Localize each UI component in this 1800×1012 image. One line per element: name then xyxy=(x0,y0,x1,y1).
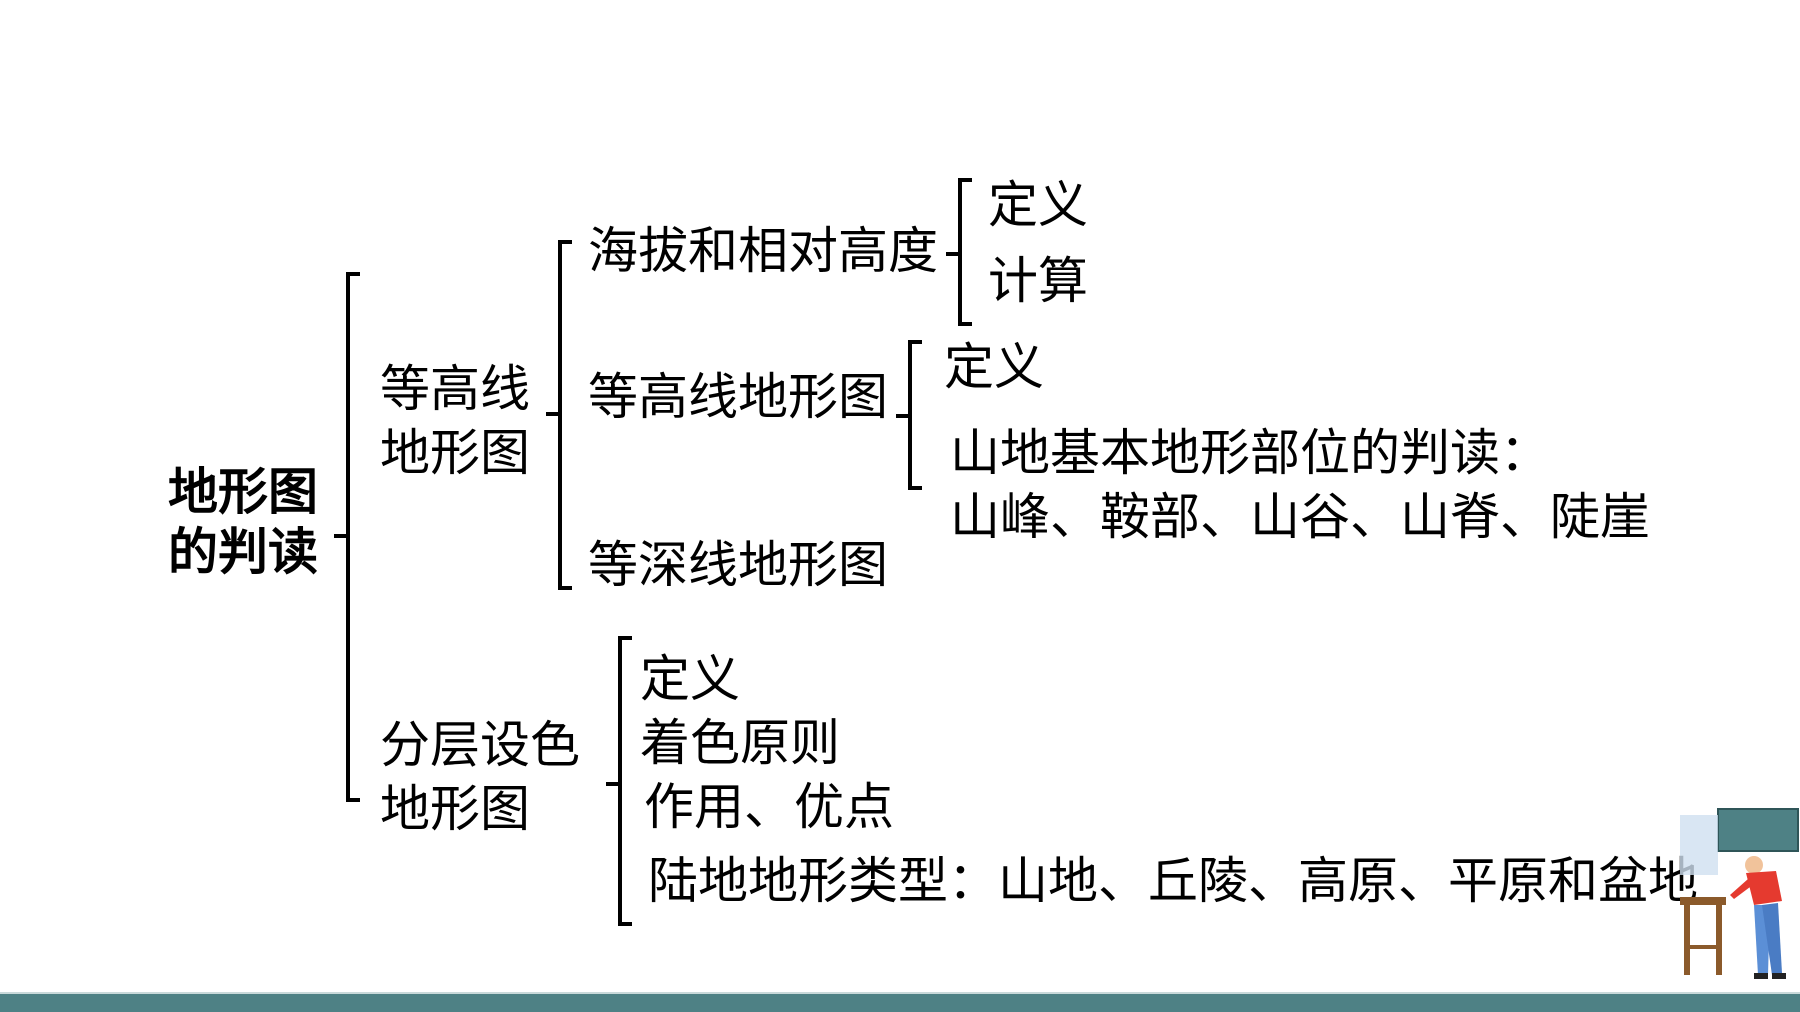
brace-contour-map xyxy=(896,340,922,490)
root-line-1: 地形图 xyxy=(168,463,318,521)
contour-map-def: 定义 xyxy=(944,338,1044,396)
contour-map-parts: 山峰、鞍部、山谷、山脊、陡崖 xyxy=(950,488,1650,546)
layered-principle: 着色原则 xyxy=(640,714,840,772)
altitude-def: 定义 xyxy=(988,176,1088,234)
brace-contour xyxy=(546,240,572,590)
layered-line-1: 分层设色 xyxy=(380,716,580,774)
footer-divider xyxy=(0,992,1800,994)
contour-item-contour-map: 等高线地形图 xyxy=(588,368,888,426)
root-line-2: 的判读 xyxy=(168,523,318,581)
contour-line-1: 等高线 xyxy=(380,360,530,418)
layered-use: 作用、优点 xyxy=(644,778,894,836)
brace-altitude xyxy=(946,178,972,326)
clipart-figure xyxy=(1680,808,1799,979)
altitude-calc: 计算 xyxy=(988,252,1088,310)
contour-item-bathy: 等深线地形图 xyxy=(588,536,888,594)
contour-map-reading: 山地基本地形部位的判读： xyxy=(950,424,1550,482)
contour-item-altitude: 海拔和相对高度 xyxy=(588,222,938,280)
brace-layered xyxy=(606,636,632,926)
brace-root xyxy=(334,272,360,802)
footer-bar xyxy=(0,994,1800,1012)
contour-line-2: 地形图 xyxy=(380,424,530,482)
layered-def: 定义 xyxy=(640,650,740,708)
layered-types: 陆地地形类型：山地、丘陵、高原、平原和盆地 xyxy=(648,852,1698,910)
layered-line-2: 地形图 xyxy=(380,780,530,838)
